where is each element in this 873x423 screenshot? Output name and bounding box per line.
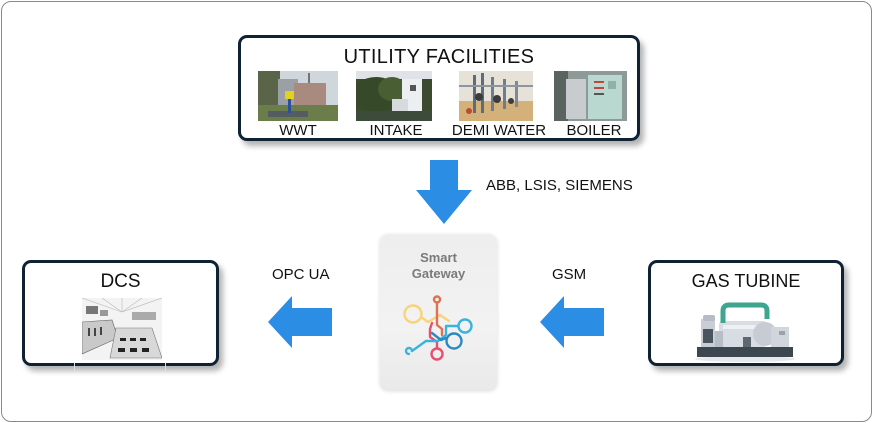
utility-facilities-node: UTILITY FACILITIES WWT xyxy=(238,35,640,141)
gas-turbine-illustration xyxy=(693,301,797,363)
water-intake-building-photo xyxy=(356,71,436,121)
dcs-image-underline xyxy=(74,363,166,371)
control-room-sketch xyxy=(81,297,163,360)
gas-turbine-node: GAS TUBINE xyxy=(648,260,844,366)
smart-gateway-node: Smart Gateway xyxy=(380,235,497,391)
arrow-left-gsm-icon xyxy=(540,296,604,348)
dcs-node: DCS xyxy=(22,260,219,366)
facility-label: BOILER xyxy=(566,122,622,139)
demineralized-water-plant-photo xyxy=(459,71,539,121)
utility-facilities-title: UTILITY FACILITIES xyxy=(343,46,535,68)
network-nodes-logo-icon xyxy=(403,295,473,361)
gateway-title-line1: Smart xyxy=(420,250,457,265)
facility-label: INTAKE xyxy=(369,122,423,139)
boiler-room-photo xyxy=(554,71,634,121)
wastewater-treatment-photo xyxy=(258,71,338,121)
arrow-down-icon xyxy=(416,160,472,224)
facility-label: DEMI WATER xyxy=(451,122,547,139)
edge-label-gsm: GSM xyxy=(552,266,587,283)
edge-label-opc-ua: OPC UA xyxy=(272,266,330,283)
edge-label-vendors: ABB, LSIS, SIEMENS xyxy=(486,177,633,194)
gas-turbine-title: GAS TUBINE xyxy=(691,271,801,291)
facility-label: WWT xyxy=(279,122,317,139)
gateway-title-line2: Gateway xyxy=(411,266,466,281)
dcs-title: DCS xyxy=(100,271,141,292)
gateway-title: Smart Gateway xyxy=(380,250,497,282)
arrow-left-opc-icon xyxy=(268,296,332,348)
